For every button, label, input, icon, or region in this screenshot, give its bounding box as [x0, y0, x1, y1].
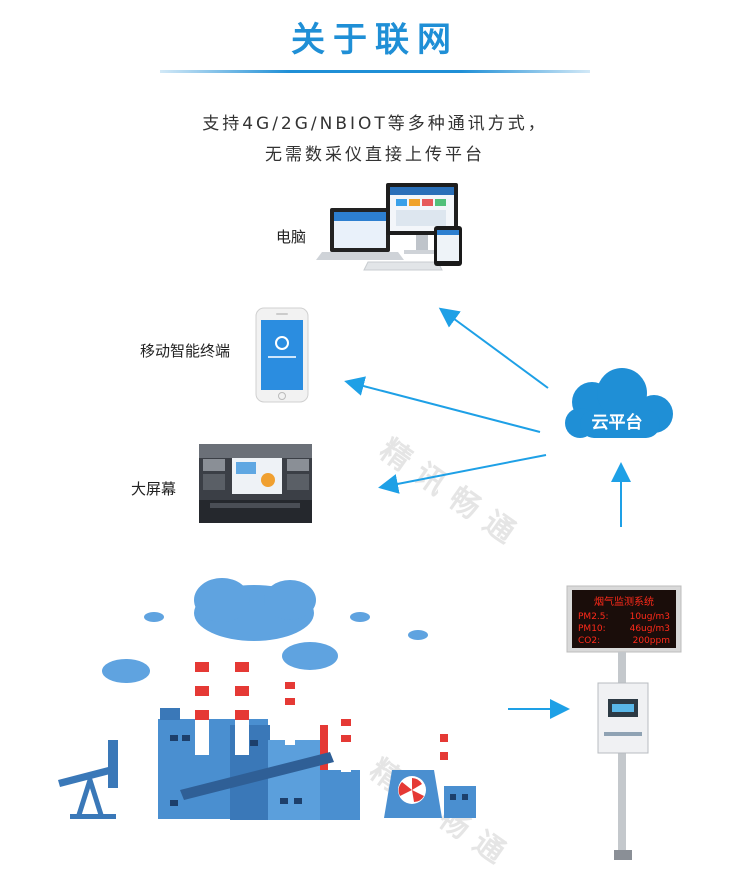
mobile-phone-image — [255, 307, 309, 403]
arrow-to-big-screen — [378, 454, 547, 494]
factory-illustration — [58, 578, 476, 820]
pc-label: 电脑 — [276, 228, 307, 246]
arrow-to-pc — [438, 307, 549, 389]
subtitle-line-2: 无需数采仪直接上传平台 — [265, 145, 485, 165]
board-row-name: PM2.5: — [578, 612, 609, 622]
big-screen-image — [199, 444, 312, 523]
mobile-terminal-label: 移动智能终端 — [140, 342, 231, 360]
board-title: 烟气监测系统 — [594, 595, 654, 608]
cloud-platform-label: 云平台 — [592, 412, 643, 433]
arrow-to-mobile — [344, 376, 541, 433]
pc-devices-image — [316, 183, 462, 271]
board-row-name: PM10: — [578, 624, 606, 634]
board-row-value: 10ug/m3 — [630, 612, 670, 622]
board-row-value: 200ppm — [633, 636, 670, 646]
big-screen-label: 大屏幕 — [131, 480, 177, 498]
cloud-platform-icon: 云平台 — [565, 368, 673, 438]
page-title: 关于联网 — [291, 20, 459, 60]
board-row-value: 46ug/m3 — [630, 624, 670, 634]
board-row-name: CO2: — [578, 636, 600, 646]
title-divider — [160, 70, 590, 73]
monitoring-station: 烟气监测系统 PM2.5: 10ug/m3 PM10: 46ug/m3 CO2:… — [566, 585, 682, 860]
subtitle-line-1: 支持4G/2G/NBIOT等多种通讯方式， — [202, 114, 548, 134]
